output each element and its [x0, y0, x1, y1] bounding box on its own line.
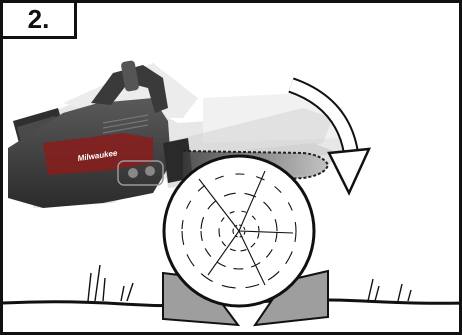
arrow-head — [329, 149, 369, 193]
chainsaw-cutting-log-illustration: Milwaukee — [3, 3, 462, 335]
step-number: 2. — [3, 3, 77, 39]
control-button — [128, 168, 138, 178]
log — [164, 156, 314, 306]
